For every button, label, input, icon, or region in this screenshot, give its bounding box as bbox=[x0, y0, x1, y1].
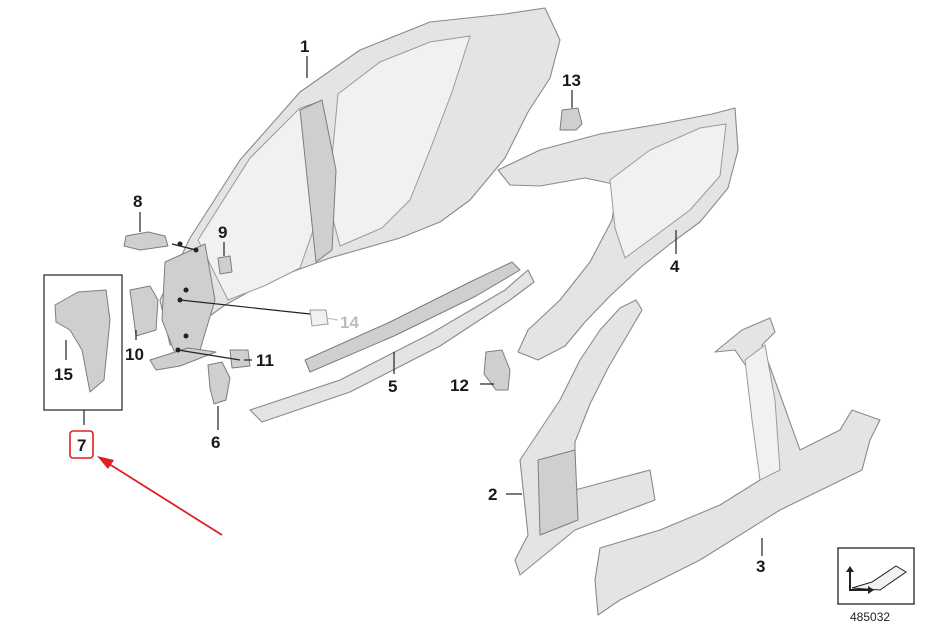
leader-pin-a bbox=[171, 243, 197, 251]
highlight-box-7 bbox=[69, 430, 94, 459]
pin-dot-a bbox=[177, 241, 183, 247]
group-box-7 bbox=[43, 274, 123, 411]
callout-5[interactable]: 5 bbox=[388, 377, 397, 396]
callout-14[interactable]: 14 bbox=[340, 313, 359, 332]
callout-12[interactable]: 12 bbox=[450, 376, 469, 395]
callout-10[interactable]: 10 bbox=[125, 345, 144, 364]
cutout-arrow-icon bbox=[837, 547, 915, 605]
callout-11[interactable]: 11 bbox=[256, 351, 274, 370]
part-11-clip[interactable] bbox=[229, 349, 251, 369]
callout-3[interactable]: 3 bbox=[756, 557, 765, 576]
part-10-bracket[interactable] bbox=[129, 285, 159, 337]
part-2-a-pillar[interactable] bbox=[514, 299, 656, 576]
callout-4[interactable]: 4 bbox=[670, 257, 680, 276]
part-5-sill-reinforcement[interactable] bbox=[249, 261, 535, 423]
leader-pin-c bbox=[177, 349, 241, 361]
part-9-grommet[interactable] bbox=[217, 255, 233, 275]
leader-14 bbox=[325, 317, 339, 321]
reference-number: 485032 bbox=[850, 610, 890, 624]
pin-dot-f bbox=[175, 347, 181, 353]
pin-dot-c bbox=[183, 287, 189, 293]
callout-2[interactable]: 2 bbox=[488, 485, 497, 504]
part-14-clip[interactable] bbox=[309, 309, 329, 327]
callout-6[interactable]: 6 bbox=[211, 433, 220, 452]
callout-8[interactable]: 8 bbox=[133, 192, 142, 211]
part-15-bracket[interactable] bbox=[54, 289, 111, 393]
part-6-bracket[interactable] bbox=[207, 361, 231, 405]
callout-15[interactable]: 15 bbox=[54, 365, 73, 384]
callout-13[interactable]: 13 bbox=[562, 71, 581, 90]
pin-dot-d bbox=[177, 297, 183, 303]
pin-dot-e bbox=[183, 333, 189, 339]
part-8-bracket[interactable] bbox=[123, 231, 169, 251]
callout-7[interactable]: 7 bbox=[77, 436, 86, 455]
part-4-rear-quarter[interactable] bbox=[497, 107, 739, 361]
red-pointer-arrow-icon bbox=[97, 456, 223, 536]
part-3-b-pillar-sill[interactable] bbox=[594, 317, 881, 616]
part-13-bracket[interactable] bbox=[559, 107, 583, 131]
callout-9[interactable]: 9 bbox=[218, 223, 227, 242]
pin-dot-b bbox=[193, 247, 199, 253]
callout-1[interactable]: 1 bbox=[300, 37, 309, 56]
leader-pin-b bbox=[179, 299, 311, 315]
part-12-bracket[interactable] bbox=[483, 349, 511, 391]
part-1-side-frame[interactable] bbox=[159, 7, 561, 357]
